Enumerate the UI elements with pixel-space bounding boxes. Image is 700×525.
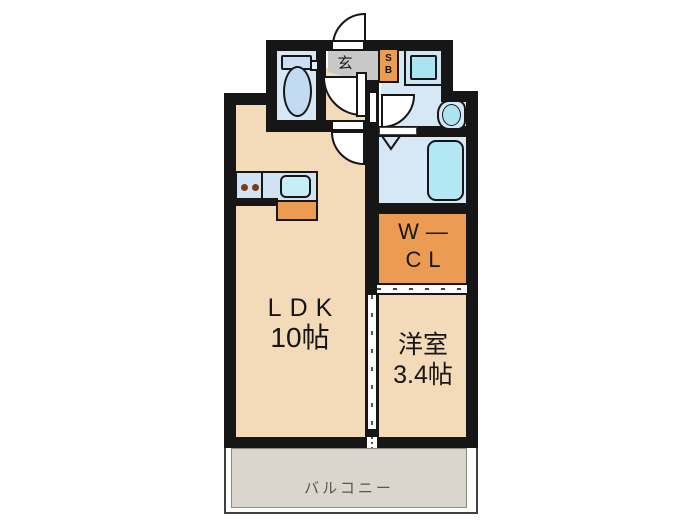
wall-segment <box>316 44 326 132</box>
walk-in-closet-label: W— CL <box>398 219 455 272</box>
wall-segment <box>266 40 333 51</box>
wall-segment <box>441 40 453 102</box>
kitchen-storage-box <box>276 200 318 221</box>
wall-segment <box>266 40 277 132</box>
stove-burner-icon <box>252 184 259 191</box>
door-arc-washroom <box>381 94 416 129</box>
wall-segment <box>224 437 478 448</box>
toilet-flush-icon <box>310 60 319 71</box>
kitchen-counter-base <box>235 198 278 206</box>
washing-machine-pan-inner <box>410 55 437 80</box>
sliding-door-ldk-western <box>365 295 379 429</box>
door-leaf-entrance <box>331 40 365 51</box>
kitchen-counter-divider <box>261 171 263 202</box>
sliding-door-closet <box>377 283 467 295</box>
wall-segment <box>224 93 236 448</box>
sliding-door-track-end <box>367 437 377 448</box>
wall-segment <box>377 126 467 137</box>
washbasin-bowl-icon <box>442 104 461 126</box>
kitchen-sink-icon <box>280 175 311 198</box>
ldk-label: LDK 10帖 <box>267 294 341 353</box>
wall-segment <box>365 80 379 295</box>
toilet-bowl-icon <box>283 66 312 117</box>
room-western <box>377 293 469 439</box>
wall-segment <box>365 203 467 214</box>
wall-segment <box>441 91 478 102</box>
door-leaf-genkan <box>356 72 367 117</box>
wall-segment <box>466 91 478 448</box>
balcony-floor <box>231 448 467 508</box>
bath-folding-door-icon <box>381 135 401 151</box>
room-walk-in-closet <box>377 212 469 285</box>
balcony-label: バルコニー <box>304 480 394 497</box>
door-leaf-washroom <box>368 91 378 124</box>
door-leaf-ldk <box>331 120 365 131</box>
western-room-label: 洋室 3.4帖 <box>393 331 453 389</box>
door-arc-ldk <box>330 131 365 166</box>
wall-segment <box>224 93 277 105</box>
entrance-label: 玄 <box>337 55 353 72</box>
bathtub-icon <box>427 140 464 201</box>
stove-burner-icon <box>241 184 248 191</box>
wall-segment <box>364 40 453 51</box>
bath-door-track <box>379 127 417 135</box>
